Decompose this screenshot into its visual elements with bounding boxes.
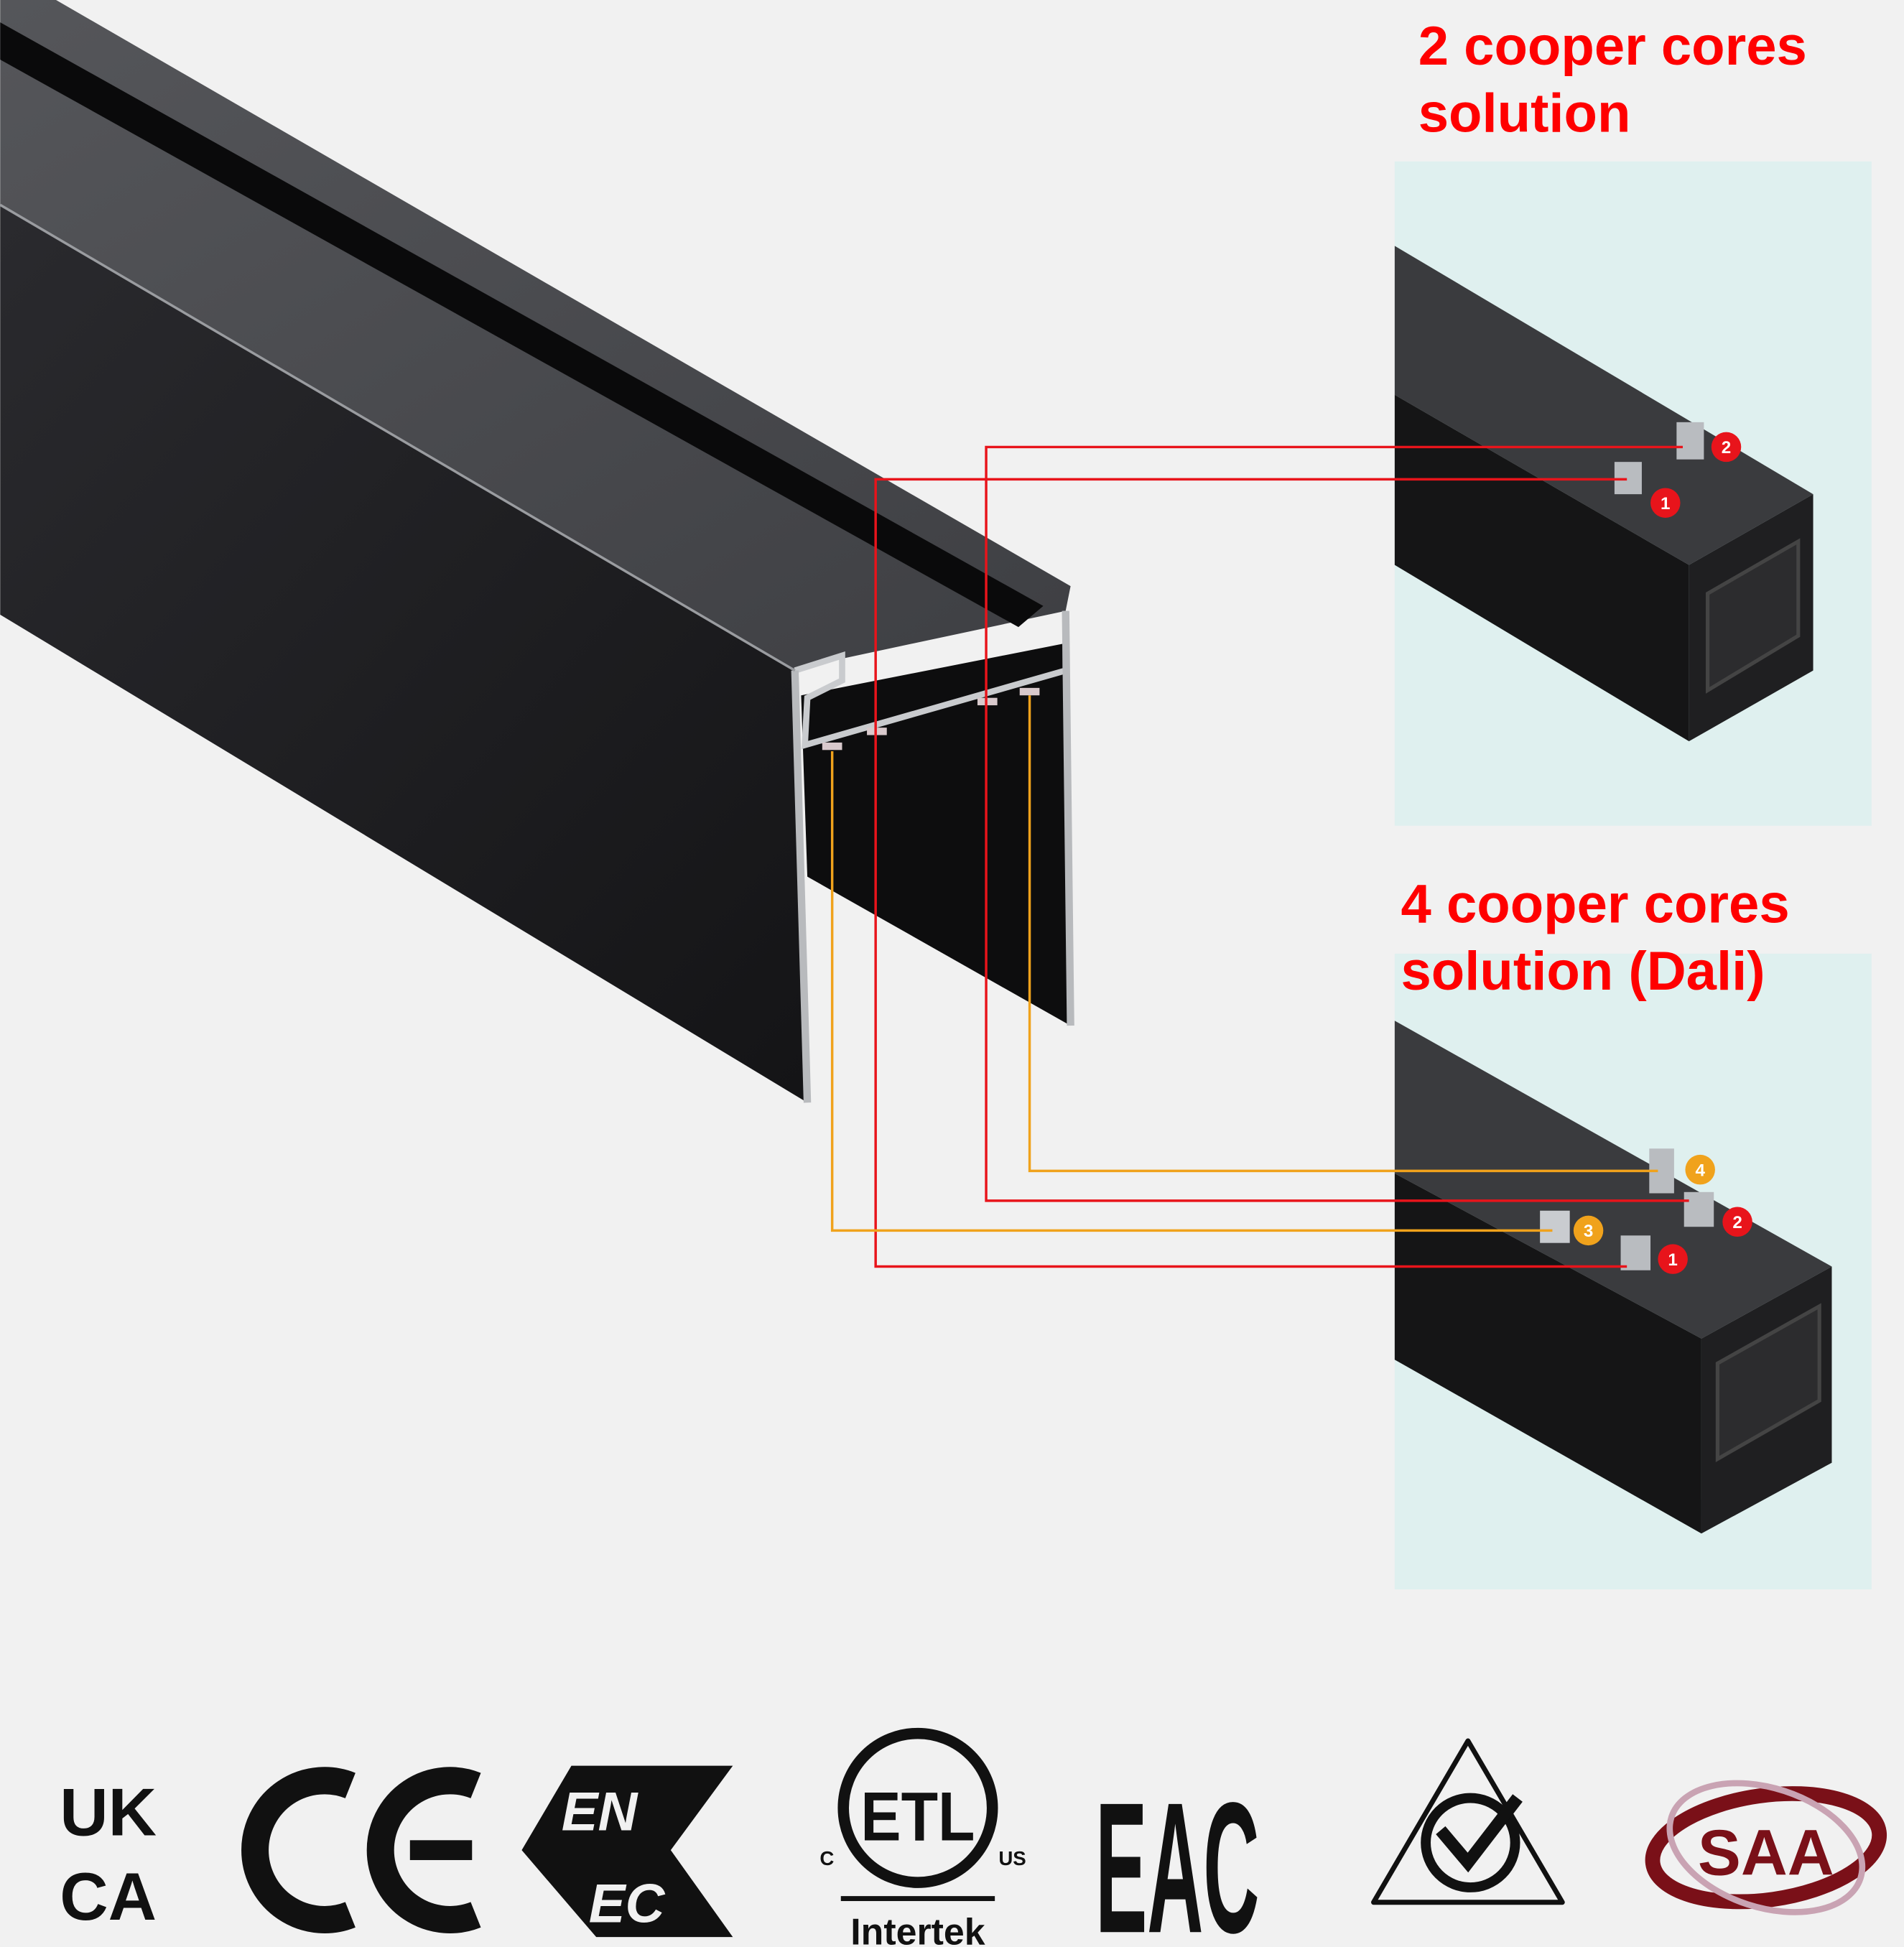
ukca-line1: UK — [60, 1774, 157, 1849]
four-core-title-line2: solution (Dali) — [1401, 941, 1765, 1002]
etl-us: US — [998, 1847, 1026, 1869]
enec-line1: EN — [562, 1781, 639, 1842]
rcm-logo — [1371, 1738, 1565, 1905]
saa-logo: SAA — [1645, 1780, 1887, 1915]
svg-text:3: 3 — [1584, 1222, 1593, 1241]
two-core-title-line2: solution — [1418, 83, 1631, 144]
etl-mark: ETL — [860, 1777, 975, 1855]
svg-text:4: 4 — [1695, 1161, 1705, 1180]
svg-text:1: 1 — [1668, 1250, 1677, 1270]
core-1-line — [874, 478, 1627, 1268]
svg-text:2: 2 — [1722, 438, 1731, 457]
intertek-text: Intertek — [850, 1911, 985, 1947]
badge-bottom-2: 2 — [1722, 1207, 1752, 1237]
two-core-fixture — [1394, 246, 1814, 742]
svg-text:1: 1 — [1661, 494, 1670, 514]
etl-logo: ETL C US LISTED Intertek — [819, 1727, 1026, 1947]
magnetic-track-rail — [0, 0, 1074, 1103]
svg-text:2: 2 — [1732, 1213, 1742, 1232]
badge-top-1: 1 — [1650, 488, 1681, 518]
badge-bottom-1: 1 — [1658, 1244, 1688, 1274]
badge-bottom-4: 4 — [1685, 1154, 1715, 1185]
ce-logo — [241, 1767, 481, 1933]
four-core-title-line1: 4 cooper cores — [1401, 874, 1790, 935]
badge-top-2: 2 — [1711, 432, 1742, 463]
ukca-line2: CA — [60, 1859, 157, 1934]
check-icon — [1436, 1794, 1523, 1873]
etl-c: C — [819, 1847, 834, 1869]
core-4-line — [1028, 695, 1658, 1173]
core-3-line — [830, 751, 1553, 1232]
etl-listed: LISTED — [898, 1876, 937, 1888]
eac-mark: EAC — [1095, 1763, 1259, 1947]
core-2-line — [985, 445, 1689, 1202]
eac-logo: EAC — [1095, 1763, 1259, 1947]
enec-line2: EC — [589, 1873, 666, 1934]
two-core-title-line1: 2 cooper cores — [1418, 16, 1807, 77]
enec-logo: EN EC — [521, 1765, 733, 1938]
four-core-fixture — [1394, 1021, 1832, 1534]
badge-bottom-3: 3 — [1573, 1215, 1604, 1246]
ukca-logo: UK CA — [60, 1774, 157, 1934]
saa-mark: SAA — [1698, 1818, 1834, 1890]
